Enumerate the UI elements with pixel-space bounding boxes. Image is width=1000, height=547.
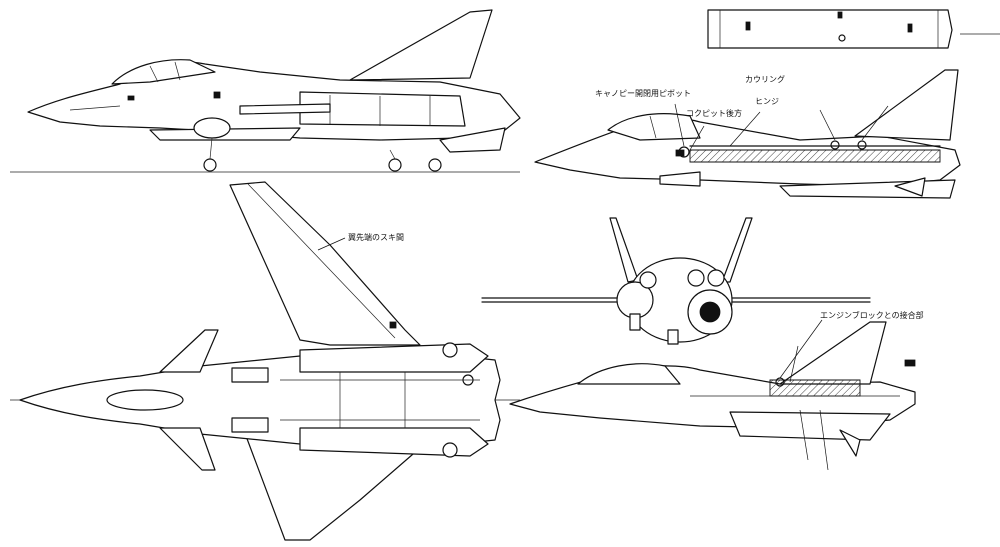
cutaway-annotations: キャノピー開閉用ピボット コクピット後方 カウリング ヒンジ [595,74,889,151]
plan-view-annotation: 翼先端のスキ間 [317,232,404,251]
lower-cutaway-annotations: エンジンブロックとの接合部 [779,310,924,471]
note-wing-root: 翼先端のスキ間 [348,232,404,242]
front-view-fighter [481,217,871,345]
note-intake-hinge: ヒンジ [755,97,779,106]
note-engine-mount: エンジンブロックとの接合部 [820,310,924,320]
note-cockpit-hinge: コクピット後方 [686,108,742,118]
dorsal-panel-detail [707,9,1000,49]
plan-view-fighter [10,181,520,541]
note-lift-hinge: カウリング [745,74,785,84]
lower-cutaway-view [509,321,916,457]
note-canopy-pivot: キャノピー開閉用ピボット [595,89,691,98]
cutaway-side-view [534,69,961,199]
side-view-fighter [10,9,521,173]
